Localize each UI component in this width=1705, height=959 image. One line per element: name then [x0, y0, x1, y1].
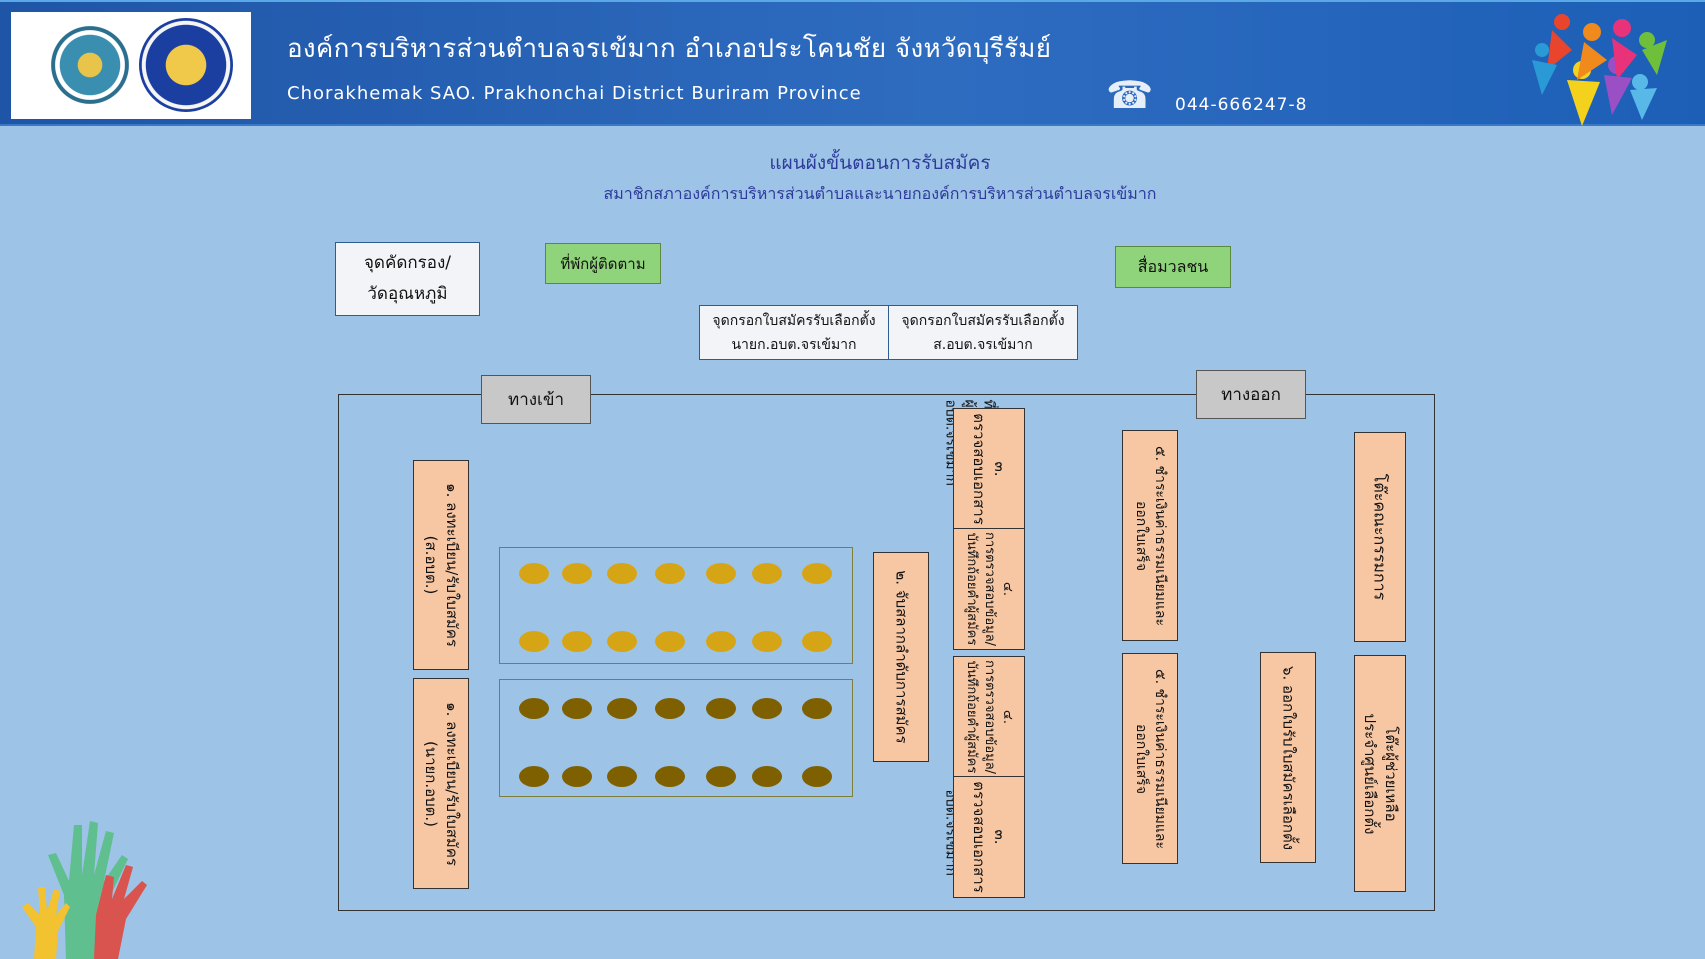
- seat-gold: [752, 563, 782, 584]
- seat-area-mayor: [499, 679, 853, 797]
- seat-brown: [706, 766, 736, 787]
- check-docs-top-label: ๓. ตรวจสอบเอกสาร: [970, 413, 1009, 525]
- member-form-point: จุดกรอกใบสมัครรับเลือกตั้ง ส.อบต.จรเข้มา…: [888, 305, 1078, 360]
- seat-brown: [655, 698, 685, 719]
- committee-table: โต๊ะคณะกรรมการ: [1354, 432, 1406, 642]
- seat-gold: [607, 563, 637, 584]
- exit-label: ทางออก: [1196, 370, 1306, 419]
- check-info-top-label: ๔. การตรวจสอบข้อมูล/ บันทึกถ้อยคำผู้สมัค…: [964, 531, 1015, 647]
- entrance-label: ทางเข้า: [481, 375, 591, 424]
- seat-gold: [802, 563, 832, 584]
- check-info-bottom-desk: ๔. การตรวจสอบข้อมูล/ บันทึกถ้อยคำผู้สมัค…: [953, 656, 1025, 778]
- pay-fee-bottom-desk: ๕. ชำระเงินค่าธรรมเนียมและ ออกใบเสร็จ: [1122, 653, 1178, 864]
- check-info-top-desk: ๔. การตรวจสอบข้อมูล/ บันทึกถ้อยคำผู้สมัค…: [953, 528, 1025, 650]
- draw-lots-desk: ๒. จับสลากลำดับการสมัคร: [873, 552, 929, 762]
- seat-brown: [802, 766, 832, 787]
- seat-gold: [706, 631, 736, 652]
- election-commission-seal-icon: [43, 18, 137, 112]
- seat-brown: [562, 698, 592, 719]
- assistant-table-label: โต๊ะผู้ช่วยเหลือ ประจำศูนย์เลือกตั้ง: [1361, 713, 1400, 834]
- assistant-table: โต๊ะผู้ช่วยเหลือ ประจำศูนย์เลือกตั้ง: [1354, 655, 1406, 892]
- follower-rest-area: ที่พักผู้ติดตาม: [545, 243, 661, 284]
- screening-point: จุดคัดกรอง/ วัดอุณหภูมิ: [335, 242, 480, 316]
- seat-gold: [519, 631, 549, 652]
- register-mayor-label: ๑. ลงทะเบียน/รับใบสมัคร (นายก.อบต.): [422, 701, 461, 866]
- seat-gold: [706, 563, 736, 584]
- seat-area-member: [499, 547, 853, 664]
- sao-seal-icon: [139, 18, 233, 112]
- seat-gold: [752, 631, 782, 652]
- check-docs-bottom-desk: ๓. ตรวจสอบเอกสาร: [953, 776, 1025, 898]
- seat-gold: [519, 563, 549, 584]
- check-info-bottom-label: ๔. การตรวจสอบข้อมูล/ บันทึกถ้อยคำผู้สมัค…: [964, 659, 1015, 775]
- seat-brown: [752, 766, 782, 787]
- seat-brown: [562, 766, 592, 787]
- seat-brown: [706, 698, 736, 719]
- people-group-icon: [1532, 14, 1667, 126]
- application-hall: ๑. ลงทะเบียน/รับใบสมัคร (ส.อบต.) ๑. ลงทะ…: [338, 394, 1435, 911]
- committee-table-label: โต๊ะคณะกรรมการ: [1370, 473, 1390, 601]
- seat-brown: [607, 698, 637, 719]
- phone-number: 044-666247-8: [1175, 95, 1308, 115]
- seat-gold: [562, 631, 592, 652]
- check-docs-top-desk: ๓. ตรวจสอบเอกสาร: [953, 408, 1025, 530]
- header-banner: องค์การบริหารส่วนตำบลจรเข้มาก อำเภอประโค…: [0, 0, 1705, 126]
- pay-fee-bottom-label: ๕. ชำระเงินค่าธรรมเนียมและ ออกใบเสร็จ: [1133, 668, 1168, 849]
- logo-panel: [11, 12, 251, 119]
- diagram-title: แผนผังขั้นตอนการรับสมัคร: [769, 152, 991, 174]
- seat-gold: [655, 631, 685, 652]
- org-title-english: Chorakhemak SAO. Prakhonchai District Bu…: [287, 83, 862, 104]
- seat-gold: [607, 631, 637, 652]
- seat-brown: [655, 766, 685, 787]
- seat-gold: [802, 631, 832, 652]
- register-mayor-desk: ๑. ลงทะเบียน/รับใบสมัคร (นายก.อบต.): [413, 678, 469, 889]
- draw-lots-label: ๒. จับสลากลำดับการสมัคร: [892, 570, 911, 744]
- check-docs-bottom-label: ๓. ตรวจสอบเอกสาร: [970, 781, 1009, 893]
- seat-brown: [752, 698, 782, 719]
- seat-gold: [655, 563, 685, 584]
- org-title-thai: องค์การบริหารส่วนตำบลจรเข้มาก อำเภอประโค…: [287, 34, 1052, 64]
- pay-fee-top-desk: ๕. ชำระเงินค่าธรรมเนียมและ ออกใบเสร็จ: [1122, 430, 1178, 641]
- raised-hands-icon: [22, 821, 147, 959]
- seat-brown: [519, 766, 549, 787]
- pay-fee-top-label: ๕. ชำระเงินค่าธรรมเนียมและ ออกใบเสร็จ: [1133, 445, 1168, 626]
- telephone-icon: ☎: [1106, 73, 1154, 117]
- seat-brown: [519, 698, 549, 719]
- diagram-subtitle: สมาชิกสภาองค์การบริหารส่วนตำบลและนายกองค…: [603, 184, 1157, 203]
- seat-gold: [562, 563, 592, 584]
- register-member-label: ๑. ลงทะเบียน/รับใบสมัคร (ส.อบต.): [422, 483, 461, 647]
- issue-receipt-label: ๖. ออกใบรับใบสมัครเลือกตั้ง: [1279, 665, 1298, 850]
- register-member-desk: ๑. ลงทะเบียน/รับใบสมัคร (ส.อบต.): [413, 460, 469, 670]
- mayor-form-point: จุดกรอกใบสมัครรับเลือกตั้ง นายก.อบต.จรเข…: [699, 305, 889, 360]
- seat-brown: [802, 698, 832, 719]
- seat-brown: [607, 766, 637, 787]
- issue-receipt-desk: ๖. ออกใบรับใบสมัครเลือกตั้ง: [1260, 652, 1316, 863]
- media-area: สื่อมวลชน: [1115, 246, 1231, 288]
